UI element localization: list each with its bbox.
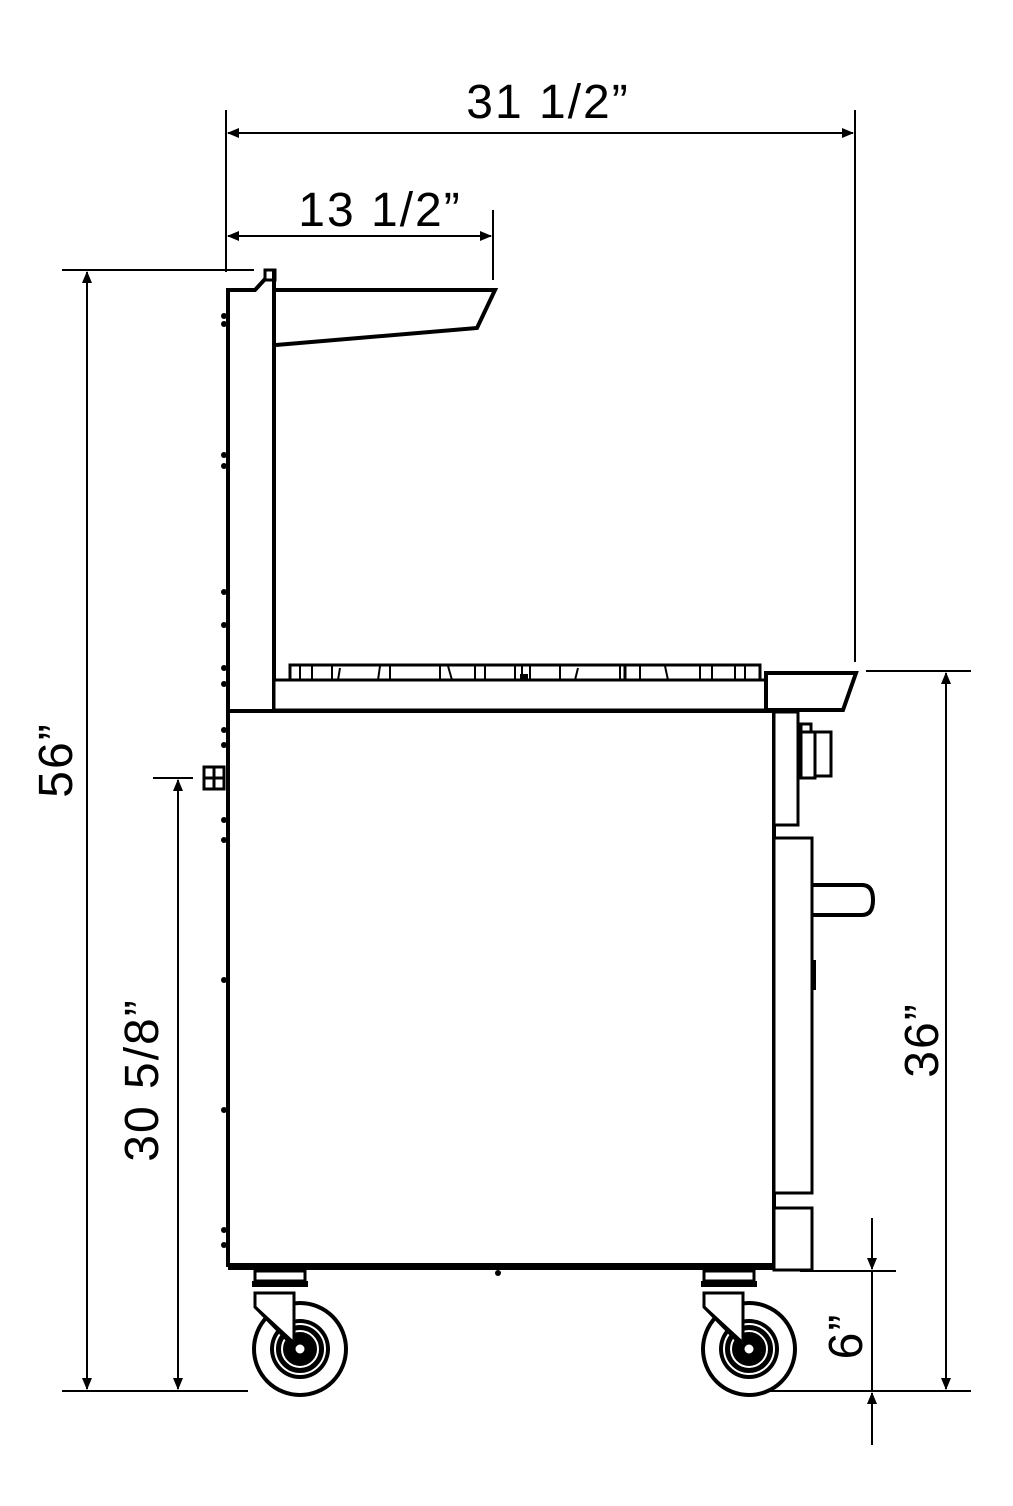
kick-plate: [772, 1206, 814, 1272]
dimension-overall-height: 56”: [30, 269, 254, 1392]
label-caster-height: 6”: [820, 1313, 873, 1360]
range-body: [202, 268, 876, 1276]
dimension-shelf-depth: 13 1/2”: [227, 184, 494, 280]
backsplash: [228, 268, 277, 713]
dimension-overall-depth: 31 1/2”: [225, 76, 856, 662]
label-work-height: 36”: [896, 1002, 949, 1077]
control-knob: [799, 722, 833, 780]
door-handle: [813, 883, 876, 917]
dimension-gas-inlet-height: 30 5/8”: [116, 777, 193, 1390]
label-gas-inlet-height: 30 5/8”: [116, 998, 169, 1161]
rear-rivets: [221, 313, 227, 1248]
cabinet: [226, 709, 776, 1267]
oven-door: [772, 836, 814, 1195]
label-overall-height: 56”: [30, 722, 83, 797]
gas-inlet: [202, 765, 226, 791]
front-rail: [764, 671, 859, 712]
label-shelf-depth: 13 1/2”: [298, 184, 461, 237]
cooktop-grates: [272, 663, 768, 712]
dimension-caster-height: 6”: [800, 1218, 896, 1445]
rear-caster: [250, 1269, 348, 1397]
dimension-work-height: 36”: [750, 670, 971, 1392]
control-panel: [772, 710, 800, 827]
label-overall-depth: 31 1/2”: [466, 76, 629, 129]
overshelf: [275, 288, 499, 347]
front-caster: [699, 1269, 797, 1397]
